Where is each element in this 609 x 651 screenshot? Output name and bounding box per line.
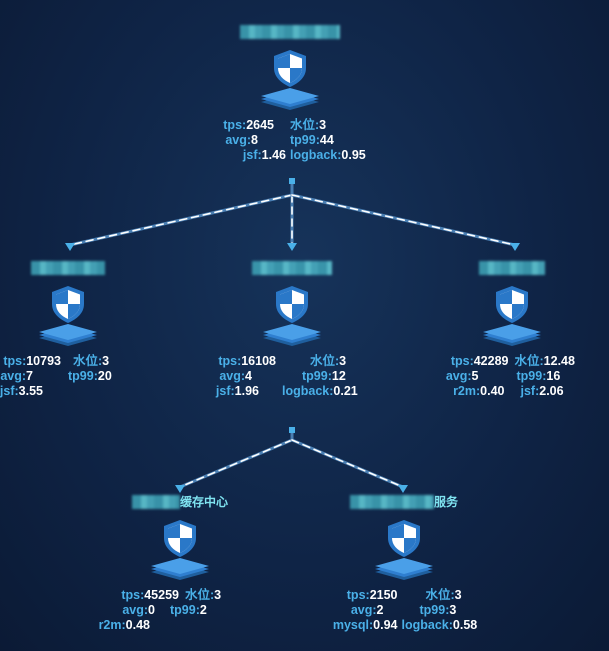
shield-icon: [52, 286, 84, 323]
node-title-text: 缓存中心: [179, 495, 228, 509]
node-middle[interactable]: tps:16108 水位:3 avg:4 tp99:12 jsf:1.96 lo…: [197, 258, 387, 398]
arrow-down-icon: [175, 485, 185, 493]
stat-watermark: 水位:3: [73, 354, 110, 368]
server-icon: [151, 520, 209, 580]
node-right[interactable]: tps:42289 水位:12.48 avg:5 tp99:16 r2m:0.4…: [417, 258, 607, 398]
server-icon: [263, 286, 321, 346]
stat-logback: logback:0.95: [290, 148, 366, 162]
stat-tps: tps:2645: [223, 118, 274, 132]
stats-grid: tps:45259 水位:3 avg:0 tp99:2 r2m:0.48: [90, 588, 270, 632]
node-root[interactable]: tps:2645 水位:3 avg:8 tp99:44 jsf:1.46 log…: [195, 22, 385, 162]
stat-jsf: jsf:2.06: [520, 384, 564, 398]
stats-grid: tps:2150 水位:3 avg:2 tp99:3 mysql:0.94 lo…: [312, 588, 497, 632]
node-cache-center[interactable]: 缓存中心 tps:45259 水位:3 avg:0 tp99:2 r2m:0.4…: [85, 492, 275, 632]
node-title: 服务: [349, 492, 458, 512]
redacted-name: [131, 495, 180, 509]
stat-jsf: jsf:3.55: [0, 384, 43, 398]
node-service[interactable]: 服务 tps:2150 水位:3 avg:2 tp99:3 mysql:0.94…: [309, 492, 499, 632]
stat-tp99: tp99:2: [170, 603, 207, 617]
stat-tp99: tp99:20: [68, 369, 112, 383]
shield-icon: [164, 520, 196, 557]
stat-avg: avg:5: [445, 369, 479, 383]
layers-icon: [483, 324, 541, 346]
stats-grid: tps:16108 水位:3 avg:4 tp99:12 jsf:1.96 lo…: [202, 354, 382, 398]
stat-jsf: jsf:1.96: [215, 384, 259, 398]
stat-logback: logback:0.58: [401, 618, 478, 632]
redacted-name: [252, 261, 332, 275]
node-left[interactable]: tps:10793 水位:3 avg:7 tp99:20 jsf:3.55: [0, 258, 163, 398]
layers-icon: [375, 558, 433, 580]
stat-watermark: 水位:3: [425, 588, 462, 602]
node-title: [479, 258, 545, 278]
node-title-text: 服务: [433, 495, 458, 509]
shield-icon: [388, 520, 420, 557]
stat-avg: avg:2: [350, 603, 384, 617]
stat-tp99: tp99:3: [419, 603, 457, 617]
redacted-name: [479, 261, 545, 275]
arrow-down-icon: [398, 485, 408, 493]
layers-icon: [263, 324, 321, 346]
server-icon: [375, 520, 433, 580]
layers-icon: [39, 324, 97, 346]
redacted-name: [240, 25, 340, 39]
stat-r2m: r2m:0.40: [453, 384, 505, 398]
node-title: 缓存中心: [131, 492, 228, 512]
stat-watermark: 水位:3: [290, 118, 327, 132]
node-title: [240, 22, 340, 42]
stat-tp99: tp99:12: [302, 369, 346, 383]
stat-tps: tps:45259: [121, 588, 179, 602]
layers-icon: [151, 558, 209, 580]
stat-watermark: 水位:12.48: [514, 354, 575, 368]
stat-empty: [185, 618, 270, 632]
link-junction: [289, 178, 295, 184]
shield-icon: [496, 286, 528, 323]
stats-grid: tps:42289 水位:12.48 avg:5 tp99:16 r2m:0.4…: [420, 354, 605, 398]
stat-tps: tps:2150: [346, 588, 398, 602]
link-junction: [289, 427, 295, 433]
redacted-name: [31, 261, 105, 275]
stat-tps: tps:16108: [218, 354, 276, 368]
stat-avg: avg:7: [0, 369, 33, 383]
stat-jsf: jsf:1.46: [242, 148, 286, 162]
stat-tps: tps:42289: [450, 354, 509, 368]
link-middle-service: [290, 438, 405, 489]
node-title: [252, 258, 332, 278]
link-middle-cache: [178, 428, 294, 489]
stat-watermark: 水位:3: [185, 588, 222, 602]
shield-icon: [276, 286, 308, 323]
server-icon: [261, 50, 319, 110]
stat-empty: [73, 384, 158, 398]
stat-watermark: 水位:3: [310, 354, 347, 368]
stat-avg: avg:8: [225, 133, 258, 147]
arrow-down-icon: [510, 243, 520, 251]
server-icon: [483, 286, 541, 346]
stat-r2m: r2m:0.48: [98, 618, 150, 632]
stats-grid: tps:10793 水位:3 avg:7 tp99:20 jsf:3.55: [0, 354, 158, 398]
stat-logback: logback:0.21: [282, 384, 358, 398]
server-icon: [39, 286, 97, 346]
stat-tp99: tp99:16: [516, 369, 561, 383]
link-root-right: [290, 193, 517, 247]
arrow-down-icon: [65, 243, 75, 251]
layers-icon: [261, 88, 319, 110]
stats-grid: tps:2645 水位:3 avg:8 tp99:44 jsf:1.46 log…: [200, 118, 380, 162]
stat-tps: tps:10793: [3, 354, 61, 368]
node-title: [31, 258, 105, 278]
stat-mysql: mysql:0.94: [332, 618, 398, 632]
link-root-left: [68, 179, 294, 247]
stat-tp99: tp99:44: [290, 133, 334, 147]
stat-avg: avg:4: [219, 369, 252, 383]
shield-icon: [274, 50, 306, 87]
arrow-down-icon: [287, 243, 297, 251]
stat-avg: avg:0: [122, 603, 155, 617]
redacted-name: [349, 495, 434, 509]
